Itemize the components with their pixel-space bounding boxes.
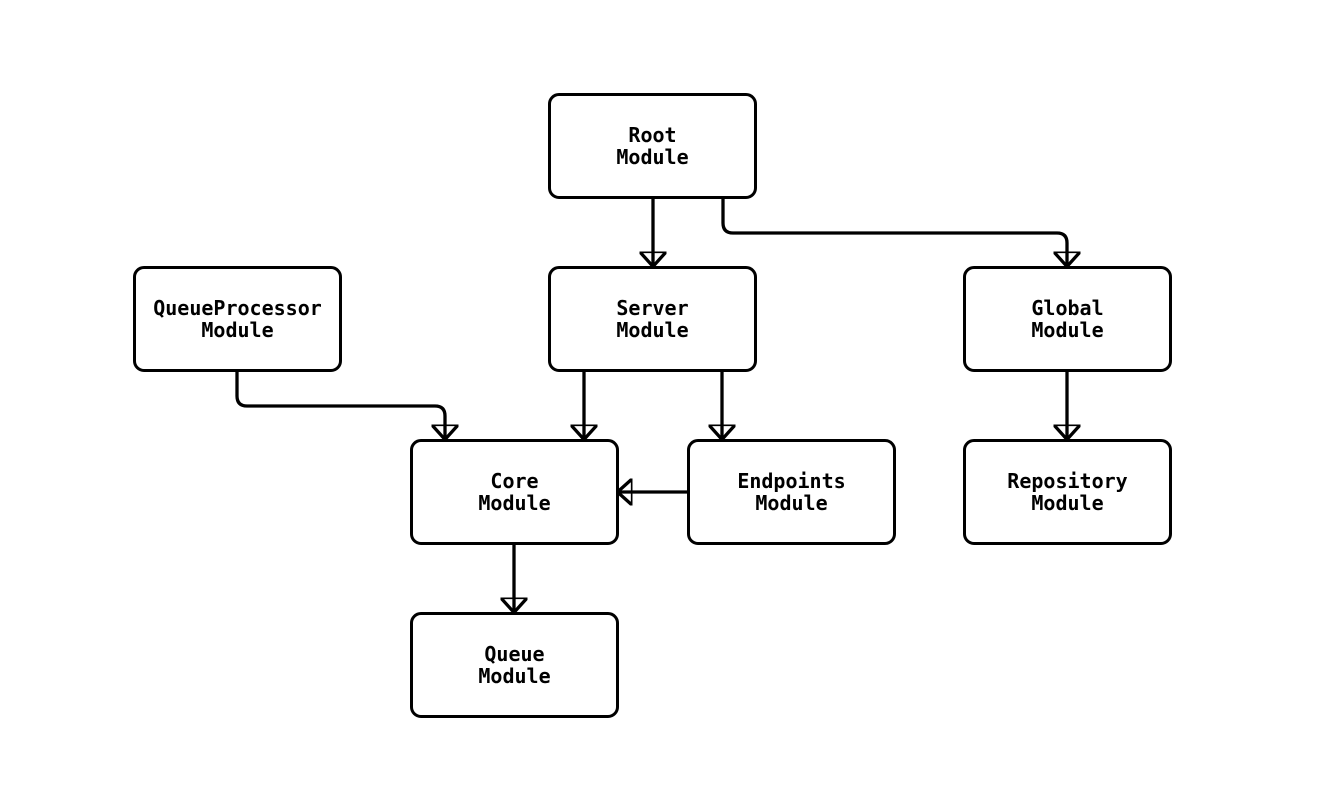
node-label-line1: Server [616,296,689,320]
node-queue-module: Queue Module [410,612,619,718]
node-label-line1: Queue [484,642,545,666]
node-label-line2: Module [755,491,828,515]
node-label-line2: Module [201,318,274,342]
node-label-line1: Endpoints [737,469,846,493]
node-global-module: Global Module [963,266,1172,372]
node-label-line2: Module [616,145,689,169]
node-label-line2: Module [1031,491,1104,515]
node-label-line1: Global [1031,296,1104,320]
node-label-line1: Repository [1007,469,1128,493]
node-core-module: Core Module [410,439,619,545]
node-label-line2: Module [478,664,551,688]
node-queueprocessor-module: QueueProcessor Module [133,266,342,372]
node-label-line1: QueueProcessor [153,296,322,320]
node-root-module: Root Module [548,93,757,199]
node-label-line2: Module [616,318,689,342]
node-server-module: Server Module [548,266,757,372]
node-label-line1: Root [628,123,677,147]
node-label-line2: Module [478,491,551,515]
node-label-line2: Module [1031,318,1104,342]
node-repository-module: Repository Module [963,439,1172,545]
edge-queueprocessor-to-core [235,372,445,439]
edge-root-to-global [721,198,1067,266]
node-label-line1: Core [490,469,539,493]
node-endpoints-module: Endpoints Module [687,439,896,545]
